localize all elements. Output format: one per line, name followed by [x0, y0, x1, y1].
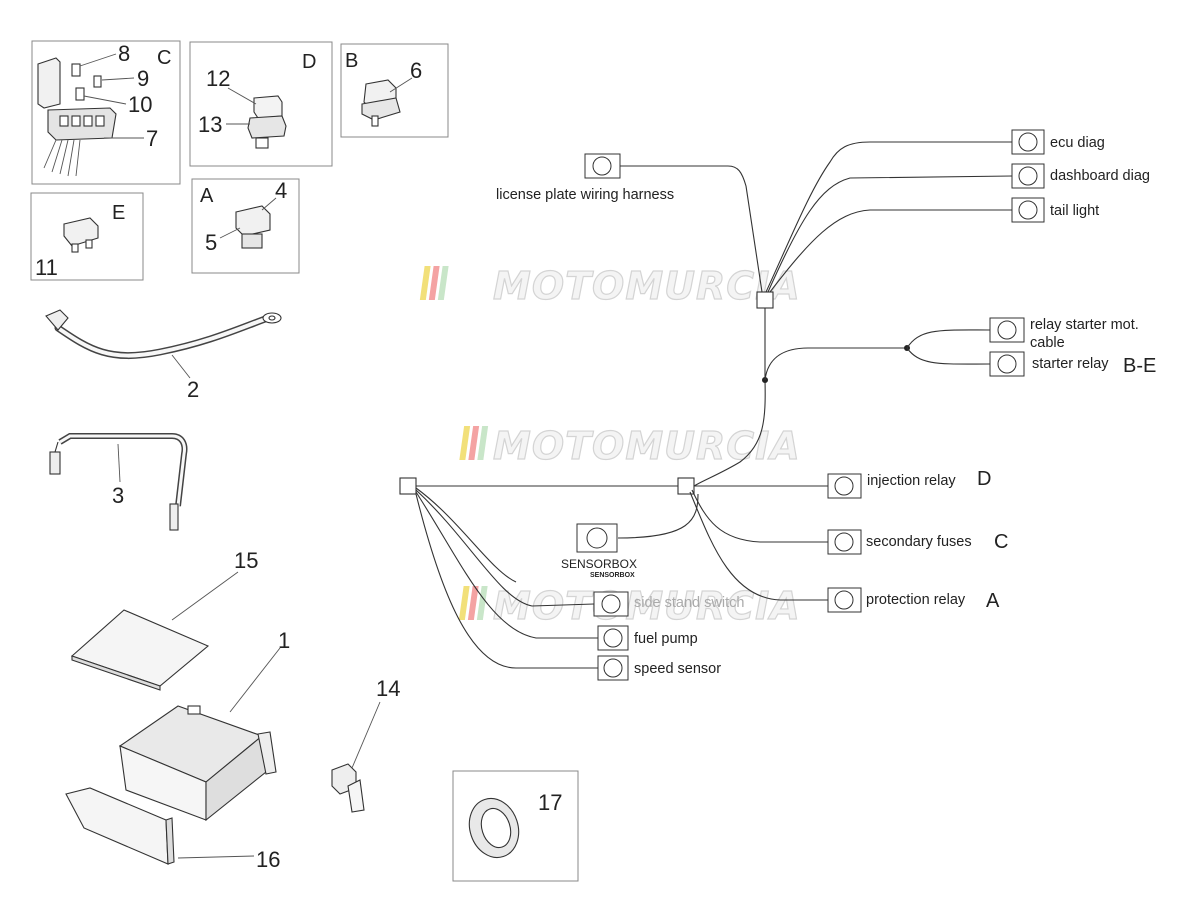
protection-relay-part	[235, 205, 271, 249]
battery-cable-part	[45, 309, 282, 360]
grommet-box: 17	[452, 770, 579, 882]
injection-relay-label: injection relay	[867, 473, 956, 489]
part-17-label: 17	[538, 790, 562, 815]
group-e-letter: E	[112, 202, 125, 224]
connector-tail-light: tail light	[1011, 197, 1099, 223]
watermark-middle: MOTOMURCIA	[459, 423, 801, 469]
speed-sensor-label: speed sensor	[634, 661, 721, 677]
watermark-text: MOTOMURCIA	[493, 424, 801, 468]
part-5-label: 5	[205, 230, 217, 255]
starter-relay-part	[361, 79, 401, 127]
relay-starter-label-line1: relay starter mot.	[1030, 317, 1139, 333]
injection-relay-part	[247, 95, 287, 149]
secondary-fuses-label: secondary fuses	[866, 534, 972, 550]
part-8-label: 8	[118, 41, 130, 66]
wiring-harness	[399, 141, 1013, 669]
part-15-label: 15	[234, 548, 258, 573]
connector-fuel-pump: fuel pump	[597, 625, 698, 651]
part-11-label: 11	[35, 255, 58, 280]
connector-license-plate: license plate wiring harness	[496, 153, 674, 203]
junction-node-left	[399, 477, 417, 495]
part-9-label: 9	[137, 66, 149, 91]
part-13-label: 13	[198, 112, 222, 137]
sensorbox-label: SENSORBOX	[561, 557, 637, 571]
group-c-letter: C	[157, 47, 171, 69]
connector-speed-sensor: speed sensor	[597, 655, 721, 681]
starter-relay-group: B-E	[1123, 355, 1156, 377]
watermark-text: MOTOMURCIA	[493, 264, 801, 308]
part-2-label: 2	[187, 377, 199, 402]
tail-light-label: tail light	[1050, 203, 1099, 219]
connector-relay-starter-cable: relay starter mot. cable	[989, 317, 1139, 351]
protection-relay-label: protection relay	[866, 592, 966, 608]
part-7-label: 7	[146, 126, 158, 151]
group-d-box: D 12 13	[189, 41, 333, 167]
fuse-box-part	[37, 57, 117, 177]
group-b-box: B 6	[340, 43, 449, 138]
ecu-diag-label: ecu diag	[1050, 135, 1105, 151]
connector-kickstand-switch: side stand switch	[593, 591, 744, 617]
part-12-label: 12	[206, 66, 230, 91]
relay-starter-label-line2: cable	[1030, 335, 1065, 351]
battery-pad-bottom-part	[65, 787, 175, 865]
part-3-label: 3	[112, 483, 124, 508]
connector-protection-relay: protection relay A	[827, 587, 1000, 613]
group-c-box: C 8 9 10 7	[31, 40, 181, 185]
connector-injection-relay: injection relay D	[827, 468, 991, 499]
secondary-fuses-group: C	[994, 531, 1008, 553]
junction-node-center	[677, 477, 695, 495]
dashboard-diag-label: dashboard diag	[1050, 168, 1150, 184]
group-a-letter: A	[200, 185, 214, 207]
connector-dashboard-diag: dashboard diag	[1011, 163, 1150, 189]
group-a-box: A 4 5	[191, 178, 300, 274]
kickstand-switch-label: side stand switch	[634, 595, 744, 611]
ground-cable-part	[49, 433, 188, 531]
connector-sensorbox: SENSORBOX SENSORBOX	[561, 523, 637, 579]
battery-pad-top-part	[70, 609, 210, 691]
grommet-part	[468, 797, 520, 859]
battery-part	[118, 705, 277, 822]
license-plate-label: license plate wiring harness	[496, 187, 674, 203]
part-6-label: 6	[410, 58, 422, 83]
group-d-letter: D	[302, 51, 316, 73]
connector-secondary-fuses: secondary fuses C	[827, 529, 1008, 555]
watermark-top: MOTOMURCIA	[419, 263, 801, 309]
connector-starter-relay: starter relay B-E	[989, 351, 1156, 377]
part-16-label: 16	[256, 847, 280, 872]
fuel-pump-label: fuel pump	[634, 631, 698, 647]
part-1-label: 1	[278, 628, 290, 653]
sensorbox-sublabel: SENSORBOX	[590, 572, 635, 579]
protection-relay-group: A	[986, 590, 1000, 612]
connector-ecu-diag: ecu diag	[1011, 129, 1105, 155]
connector-cap-part	[331, 763, 365, 813]
part-10-label: 10	[128, 92, 152, 117]
part-14-label: 14	[376, 676, 400, 701]
starter-relay-label: starter relay	[1032, 356, 1109, 372]
injection-relay-group: D	[977, 468, 991, 490]
group-e-box: E 11	[30, 192, 144, 281]
group-b-letter: B	[345, 50, 358, 72]
part-4-label: 4	[275, 178, 287, 203]
fuse-part	[63, 217, 99, 253]
junction-node-top	[756, 291, 774, 309]
